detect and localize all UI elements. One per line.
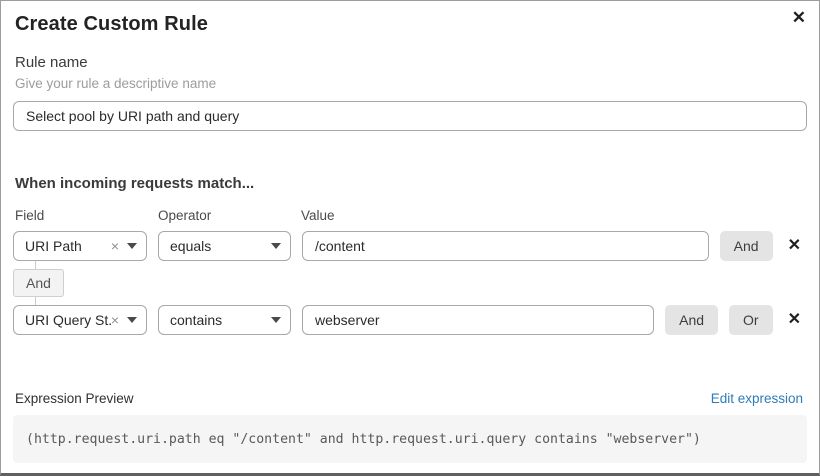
chevron-down-icon (127, 243, 137, 249)
connector-line-bottom (35, 297, 36, 305)
expression-code-block: (http.request.uri.path eq "/content" and… (13, 415, 807, 463)
operator-select-2-value: contains (170, 312, 223, 328)
operator-select-2[interactable]: contains (158, 305, 291, 335)
expression-preview-header: Expression Preview Edit expression (15, 391, 803, 406)
condition-column-headers: Field Operator Value (15, 208, 807, 223)
and-button-row-1[interactable]: And (719, 231, 773, 261)
field-select-2[interactable]: URI Query St... × (13, 305, 147, 335)
operator-column-label: Operator (158, 208, 212, 223)
value-column-label: Value (301, 208, 335, 223)
rule-name-label: Rule name (15, 54, 88, 71)
clear-icon[interactable]: × (110, 238, 119, 254)
value-input-2[interactable] (302, 305, 655, 335)
rule-name-input[interactable] (13, 101, 807, 131)
and-button-row-2[interactable]: And (665, 305, 719, 335)
chevron-down-icon (271, 317, 281, 323)
expression-code: (http.request.uri.path eq "/content" and… (26, 431, 701, 447)
connector-and-badge: And (13, 269, 64, 297)
delete-condition-icon-1[interactable]: ✕ (787, 237, 801, 254)
clear-icon[interactable]: × (110, 312, 119, 328)
chevron-down-icon (271, 243, 281, 249)
page-title: Create Custom Rule (15, 13, 208, 35)
chevron-down-icon (127, 317, 137, 323)
field-select-1[interactable]: URI Path × (13, 231, 147, 261)
operator-select-1-value: equals (170, 238, 212, 254)
or-button-row-2[interactable]: Or (729, 305, 773, 335)
edit-expression-link[interactable]: Edit expression (710, 391, 803, 406)
field-select-1-value: URI Path (25, 238, 82, 254)
field-column-label: Field (15, 208, 45, 223)
condition-connector: And (13, 261, 807, 305)
connector-line-top (35, 261, 36, 269)
rule-name-hint: Give your rule a descriptive name (15, 76, 217, 91)
match-section-heading: When incoming requests match... (15, 175, 255, 192)
delete-condition-icon-2[interactable]: ✕ (787, 311, 801, 328)
condition-row-2: URI Query St... × contains And Or ✕ (13, 305, 807, 335)
operator-select-1[interactable]: equals (158, 231, 291, 261)
close-icon[interactable]: ✕ (791, 8, 806, 27)
expression-preview-label: Expression Preview (15, 391, 134, 406)
value-input-1[interactable] (302, 231, 709, 261)
condition-row-1: URI Path × equals And ✕ (13, 231, 807, 261)
field-select-2-value: URI Query St... (25, 312, 111, 328)
